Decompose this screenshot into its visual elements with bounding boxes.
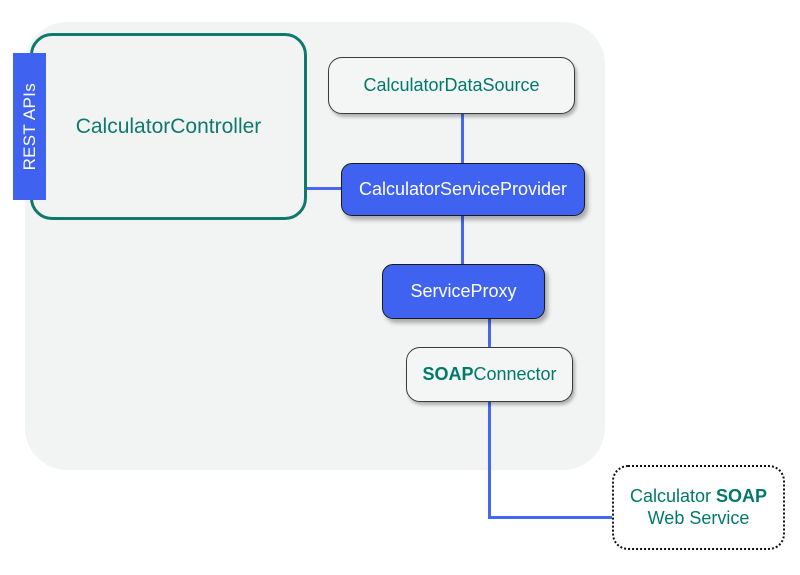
node-web-service-line1-prefix: Calculator [629,485,717,506]
node-soap-connector[interactable]: SOAPConnector [406,347,573,402]
node-calculator-controller-label: CalculatorController [75,114,262,138]
connector-soap-connector-to-web-service [488,516,614,519]
node-calculator-soap-web-service[interactable]: Calculator SOAP Web Service [612,465,785,550]
node-calculator-data-source-label: CalculatorDataSource [363,74,540,95]
connector-service-provider-to-service-proxy [461,214,464,266]
connector-data-source-to-service-provider [461,112,464,165]
node-web-service-line2: Web Service [647,507,750,528]
node-soap-connector-label-bold: SOAP [422,363,474,384]
node-service-proxy-label: ServiceProxy [410,280,517,301]
node-web-service-line1: Calculator SOAP [630,486,767,506]
node-web-service-line1-bold: SOAP [716,485,768,506]
rest-apis-tab[interactable]: REST APIs [13,53,46,200]
node-calculator-controller[interactable]: CalculatorController [30,33,307,220]
node-calculator-data-source[interactable]: CalculatorDataSource [328,57,575,114]
connector-controller-to-service-provider [305,187,345,190]
connector-service-proxy-to-soap-connector [488,318,491,349]
rest-apis-tab-label: REST APIs [19,82,39,171]
node-service-proxy[interactable]: ServiceProxy [382,264,545,319]
node-soap-connector-label-rest: Connector [473,363,557,384]
connector-soap-connector-down [488,400,491,518]
node-calculator-service-provider[interactable]: CalculatorServiceProvider [341,163,585,216]
node-web-service-label: Calculator SOAP Web Service [630,486,767,530]
node-calculator-service-provider-label: CalculatorServiceProvider [358,178,568,199]
node-soap-connector-label: SOAPConnector [422,364,556,386]
